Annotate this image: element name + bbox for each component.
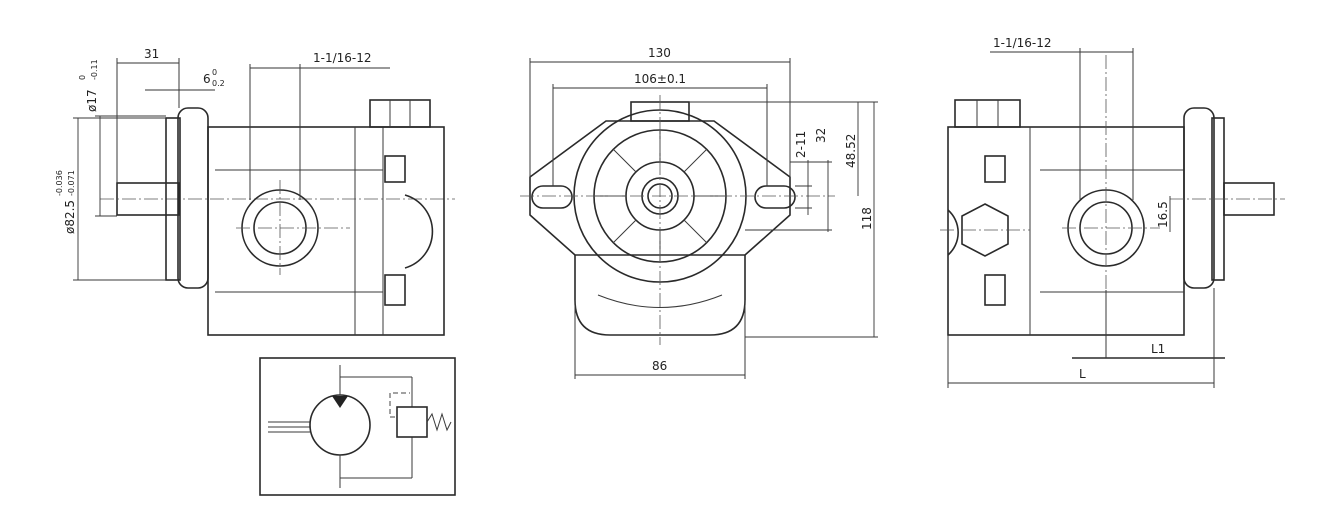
hex-plug (961, 203, 1009, 257)
rear-valve-nut (954, 99, 1021, 128)
rear-flange (1183, 107, 1215, 289)
dim-shaft-tol-upper: 0 (78, 75, 87, 80)
valve-nut (369, 99, 431, 128)
dim-6-tol-upper: 0 (212, 68, 217, 77)
dim-pilot-tol-lower: -0.071 (67, 170, 76, 196)
lower-body (574, 255, 746, 336)
rear-body (947, 126, 1185, 336)
dim-L: L (1079, 367, 1086, 381)
dim-shaft-dia: ø17 (85, 89, 99, 112)
spring-icon (426, 412, 452, 432)
dim-106: 106±0.1 (634, 72, 686, 86)
dim-2-11: 2-11 (794, 131, 808, 158)
dim-6: 6 (203, 72, 211, 86)
rear-bolt-upper (984, 155, 1006, 183)
pilot-flange (165, 117, 181, 281)
dim-shaft-tol-lower: -0.11 (90, 59, 99, 80)
pump-direction-icon (332, 396, 348, 408)
dim-pilot-tol-upper: -0.036 (55, 170, 64, 196)
pump-body (207, 126, 445, 336)
dim-32: 32 (814, 128, 828, 143)
dim-16-5: 16.5 (1156, 201, 1170, 228)
dim-118: 118 (860, 207, 874, 230)
side-port-thread: 1-1/16-12 (313, 51, 372, 65)
dim-6-tol-lower: 0.2 (212, 79, 225, 88)
front-view: 130 106±0.1 2-11 32 48.52 118 86 (520, 46, 878, 379)
rear-boss (947, 209, 959, 256)
dim-pilot-dia: ø82.5 (63, 200, 77, 234)
dim-31: 31 (144, 47, 159, 61)
rear-view: 1-1/16-12 16.5 L1 L (940, 36, 1285, 388)
schematic-frame (259, 357, 456, 496)
slot-left (531, 185, 573, 209)
relief-valve-symbol (396, 406, 428, 438)
hydraulic-schematic (259, 357, 456, 496)
dim-L1: L1 (1151, 342, 1165, 356)
bolt-lower (384, 274, 406, 306)
slot-right (754, 185, 796, 209)
rear-port-thread: 1-1/16-12 (993, 36, 1052, 50)
mounting-flange (177, 107, 209, 289)
dim-86: 86 (652, 359, 667, 373)
dim-130: 130 (648, 46, 671, 60)
side-boss (404, 194, 434, 269)
side-view: 31 6 0 0.2 1-1/16-12 ø17 0 -0.11 ø82.5 -… (55, 47, 455, 336)
rear-bolt-lower (984, 274, 1006, 306)
bolt-upper (384, 155, 406, 183)
dim-48-52: 48.52 (844, 134, 858, 168)
